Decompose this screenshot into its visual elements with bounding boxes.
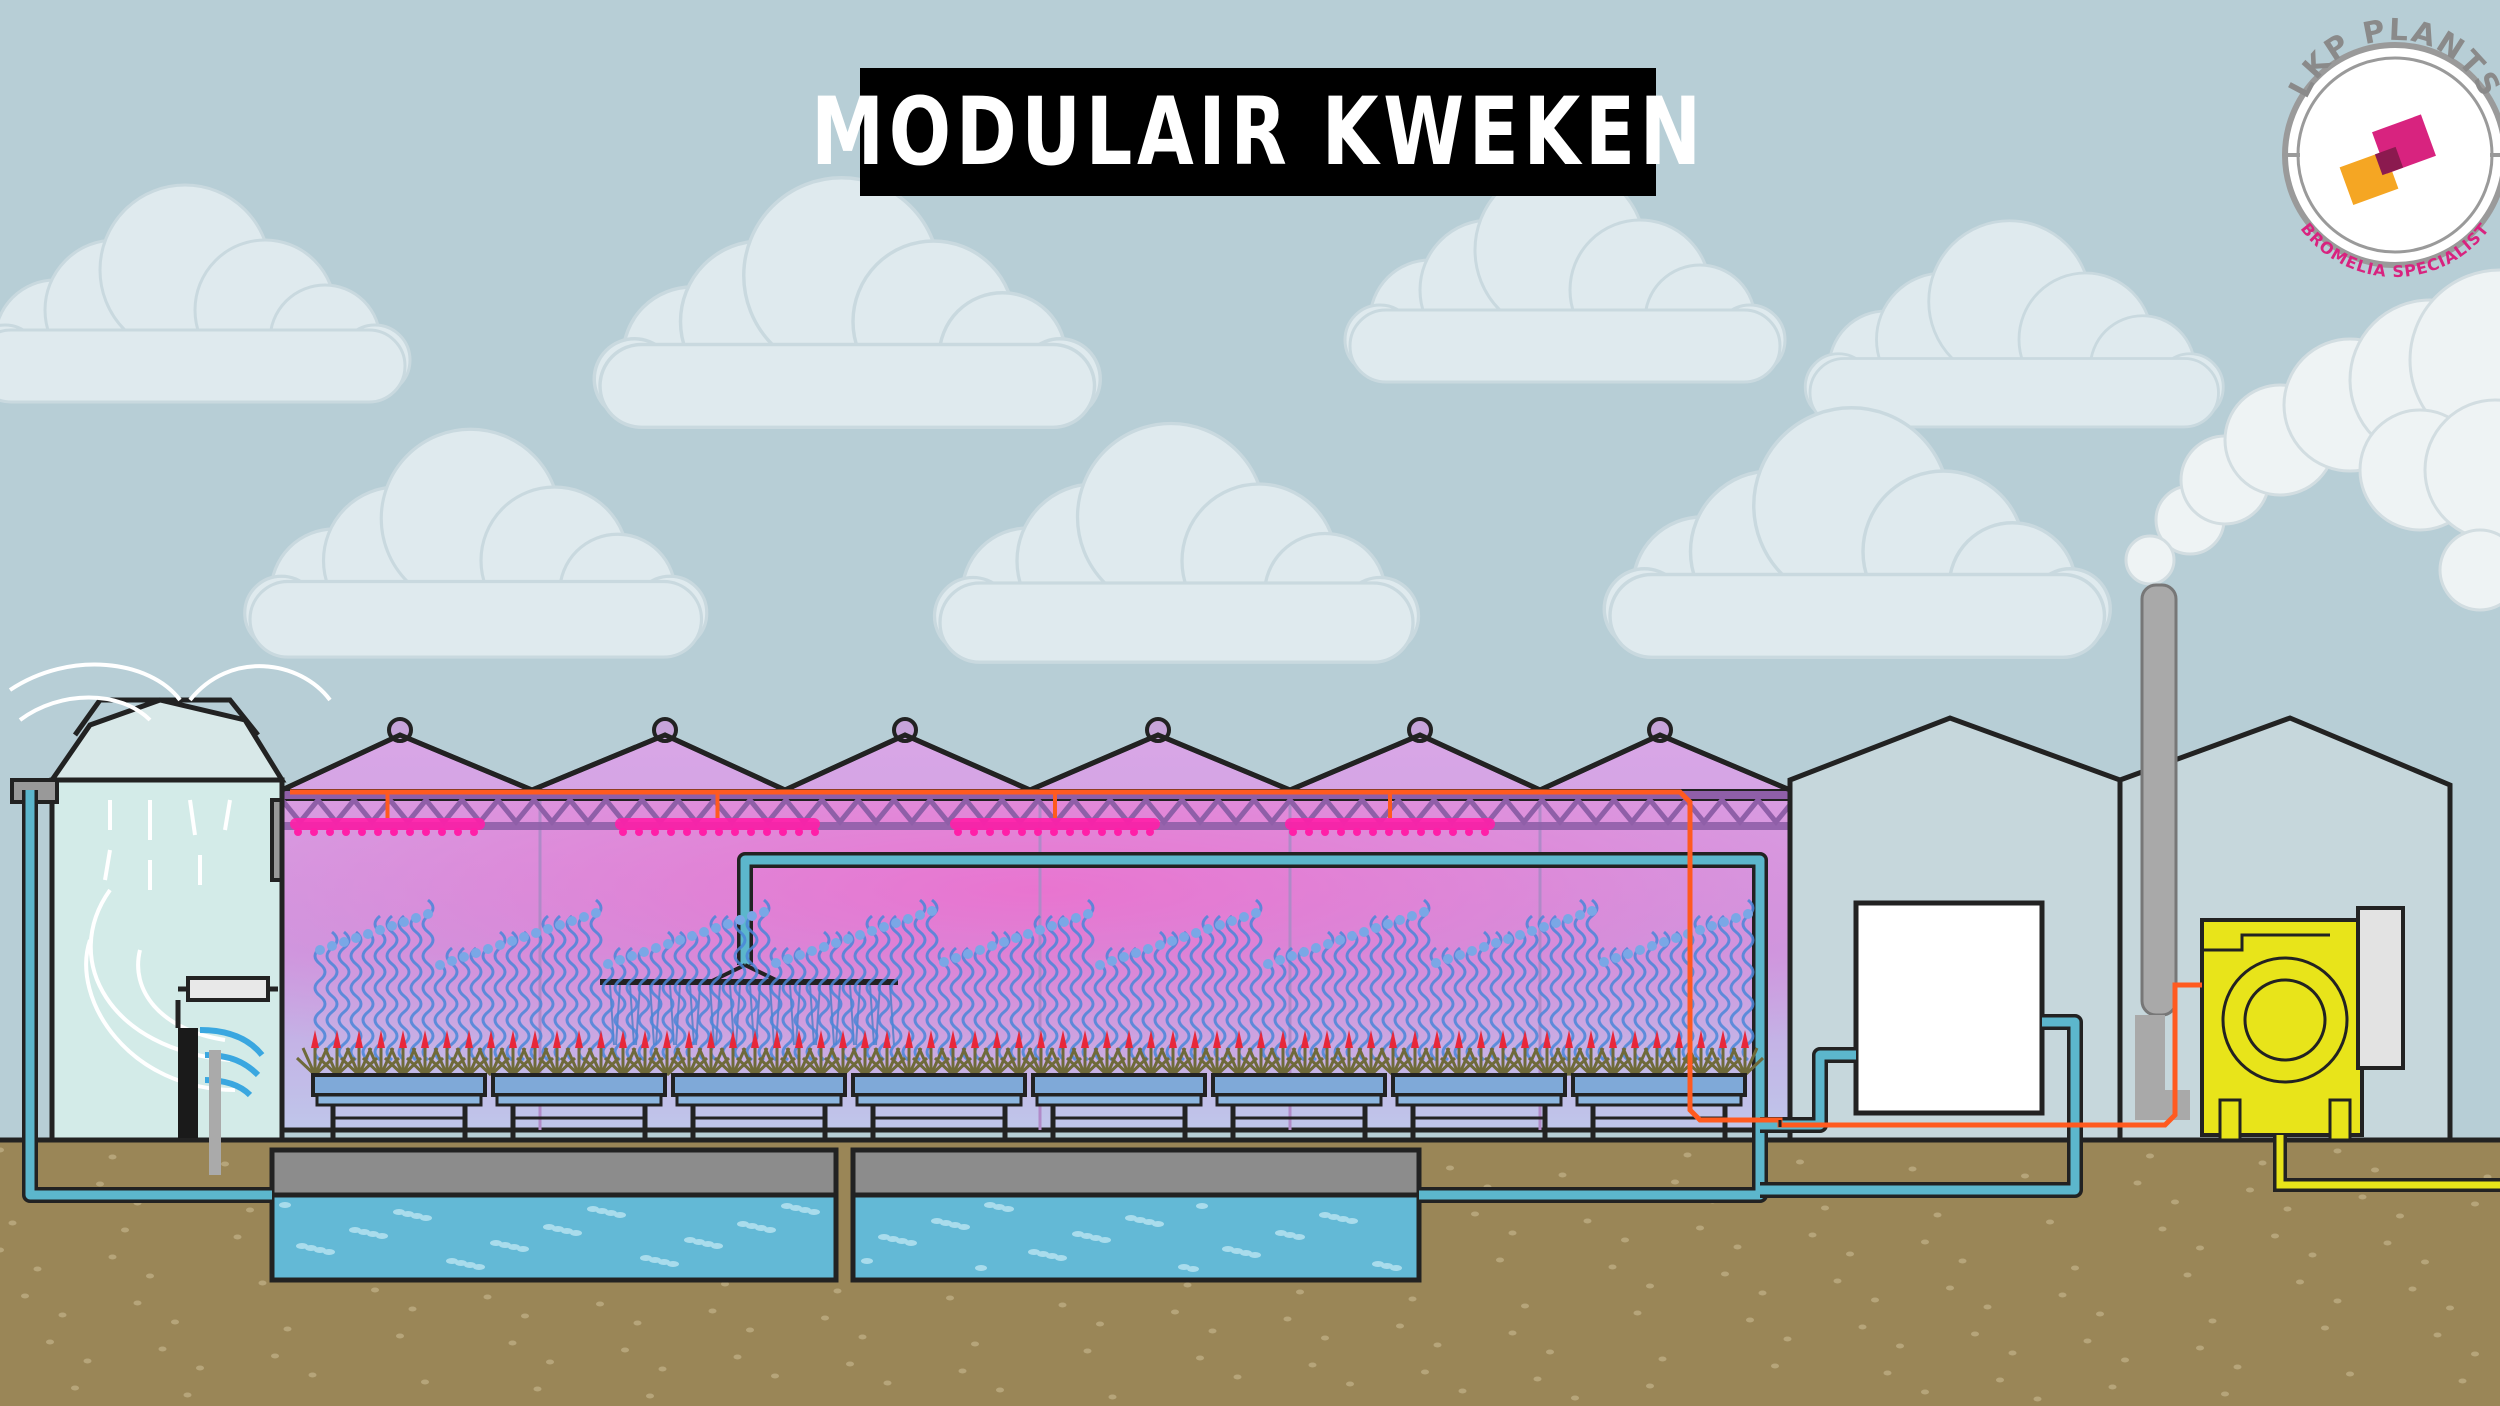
page-title: MODULAIR KWEKEN	[811, 78, 1706, 187]
water-tank-white	[1856, 903, 2042, 1113]
title-banner: MODULAIR KWEKEN	[860, 68, 1656, 196]
chimney-icon	[2142, 585, 2176, 1015]
fan-icon	[188, 978, 268, 1000]
